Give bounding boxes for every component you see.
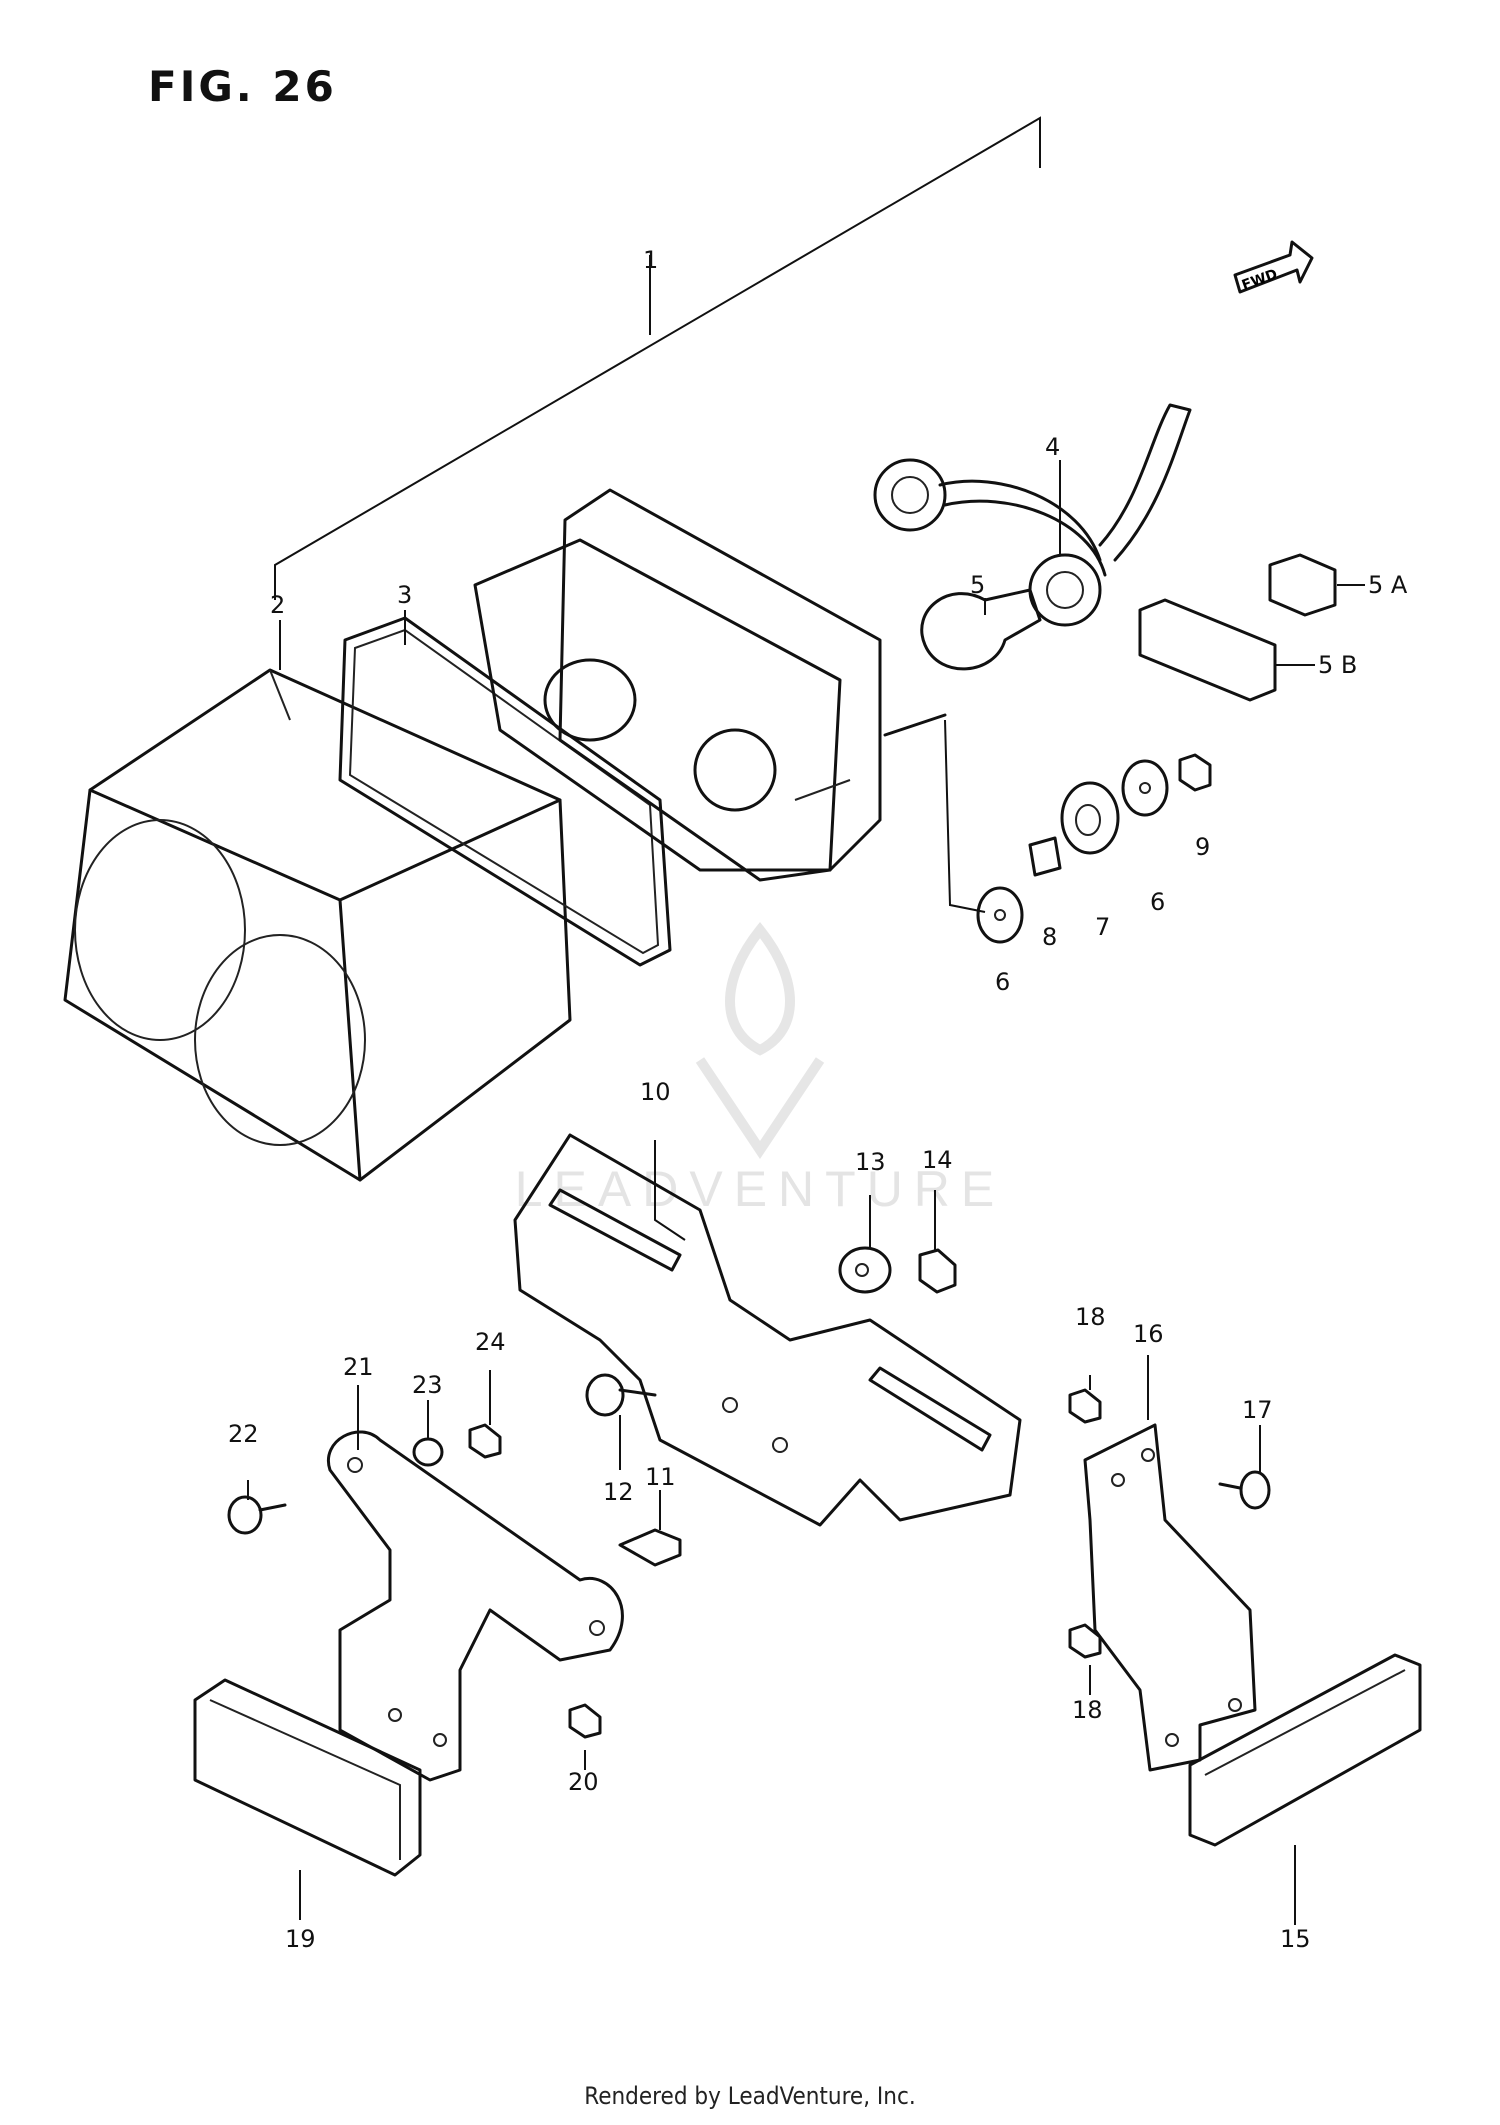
bolt-part-12 bbox=[585, 1373, 657, 1417]
block-part-5b bbox=[1138, 598, 1277, 702]
callout-labels: 1 2 3 4 5 5 A 5 B 6 8 7 6 9 10 13 14 12 … bbox=[228, 246, 1408, 1953]
bulb-part-5 bbox=[920, 588, 1042, 671]
collar-part-8 bbox=[1028, 836, 1062, 877]
callout-7: 7 bbox=[1095, 913, 1110, 941]
grommet-part-7 bbox=[1060, 781, 1120, 855]
washer-part-23 bbox=[412, 1437, 444, 1467]
housing-part-1 bbox=[473, 488, 947, 882]
callout-1: 1 bbox=[643, 246, 658, 274]
callout-17: 17 bbox=[1242, 1396, 1273, 1424]
callout-3: 3 bbox=[397, 581, 412, 609]
washer-part-13 bbox=[838, 1246, 892, 1294]
callout-13: 13 bbox=[855, 1148, 886, 1176]
callout-20: 20 bbox=[568, 1768, 599, 1796]
nut-part-18b bbox=[1068, 1623, 1102, 1659]
callout-12: 12 bbox=[603, 1478, 634, 1506]
forward-arrow-icon: FWD bbox=[1233, 240, 1314, 294]
callout-5a: 5 A bbox=[1368, 571, 1408, 599]
callout-4: 4 bbox=[1045, 433, 1060, 461]
nut-part-18a bbox=[1068, 1388, 1102, 1424]
callout-23: 23 bbox=[412, 1371, 443, 1399]
nut-part-14 bbox=[918, 1248, 957, 1294]
callout-5: 5 bbox=[970, 571, 985, 599]
callout-18a: 18 bbox=[1075, 1303, 1106, 1331]
footer-credit: Rendered by LeadVenture, Inc. bbox=[584, 2082, 916, 2110]
callout-5b: 5 B bbox=[1318, 651, 1357, 679]
figure-title: FIG. 26 bbox=[148, 62, 337, 111]
callout-leaders bbox=[247, 460, 1365, 1925]
callout-6b: 6 bbox=[1150, 888, 1165, 916]
callout-15: 15 bbox=[1280, 1925, 1311, 1953]
nut-part-20 bbox=[568, 1703, 602, 1739]
callout-8: 8 bbox=[1042, 923, 1057, 951]
callout-21: 21 bbox=[343, 1353, 374, 1381]
callout-11: 11 bbox=[645, 1463, 676, 1491]
cap-part-5a bbox=[1268, 553, 1337, 617]
callout-18b: 18 bbox=[1072, 1696, 1103, 1724]
bulb-part-11 bbox=[618, 1528, 682, 1567]
callout-2: 2 bbox=[270, 591, 285, 619]
callout-22: 22 bbox=[228, 1420, 259, 1448]
screw-part-17 bbox=[1218, 1470, 1271, 1510]
callout-24: 24 bbox=[475, 1328, 506, 1356]
callout-16: 16 bbox=[1133, 1320, 1164, 1348]
screw-part-22 bbox=[227, 1495, 287, 1535]
washer-part-6b bbox=[1121, 759, 1169, 817]
bracket-part-10 bbox=[513, 1133, 1022, 1527]
callout-14: 14 bbox=[922, 1146, 953, 1174]
watermark-logo bbox=[695, 921, 825, 1160]
reflector-part-19 bbox=[193, 1678, 422, 1877]
nut-part-24 bbox=[468, 1423, 502, 1459]
washer-part-6a bbox=[976, 886, 1024, 944]
socket-part-4 bbox=[873, 403, 1192, 627]
reflector-part-15 bbox=[1188, 1653, 1422, 1847]
assembly-bracket-leader bbox=[274, 116, 1041, 600]
callout-9: 9 bbox=[1195, 833, 1210, 861]
bracket-part-16 bbox=[1083, 1423, 1257, 1772]
callout-19: 19 bbox=[285, 1925, 316, 1953]
callout-10: 10 bbox=[640, 1078, 671, 1106]
callout-6a: 6 bbox=[995, 968, 1010, 996]
lens-part-2 bbox=[63, 668, 572, 1182]
hardware-leader bbox=[944, 719, 986, 913]
bracket-part-21 bbox=[326, 1430, 624, 1782]
nut-part-9 bbox=[1178, 753, 1212, 792]
